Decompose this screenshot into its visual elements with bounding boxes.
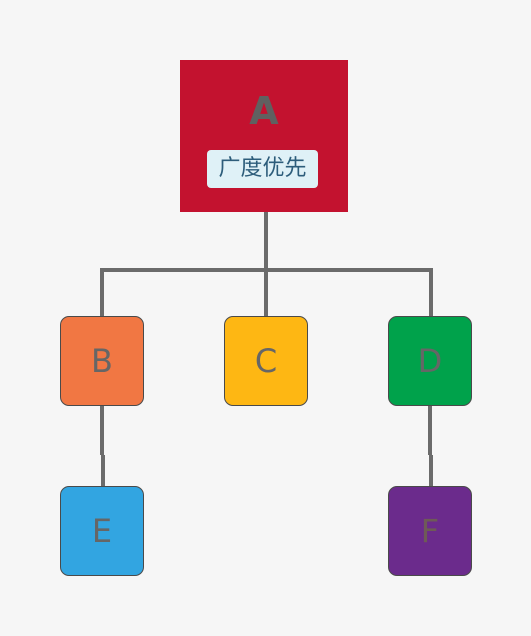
- node-d[interactable]: D: [388, 316, 472, 406]
- node-b[interactable]: B: [60, 316, 144, 406]
- root-node-tag: 广度优先: [207, 150, 318, 188]
- root-node-a[interactable]: [180, 60, 348, 212]
- node-c[interactable]: C: [224, 316, 308, 406]
- node-b-label: B: [91, 342, 113, 380]
- node-e-label: E: [91, 512, 113, 550]
- node-f[interactable]: F: [388, 486, 472, 576]
- node-d-label: D: [417, 342, 443, 380]
- root-node-label: A: [249, 89, 279, 133]
- node-e[interactable]: E: [60, 486, 144, 576]
- node-c-label: C: [254, 342, 278, 380]
- node-f-label: F: [420, 512, 440, 550]
